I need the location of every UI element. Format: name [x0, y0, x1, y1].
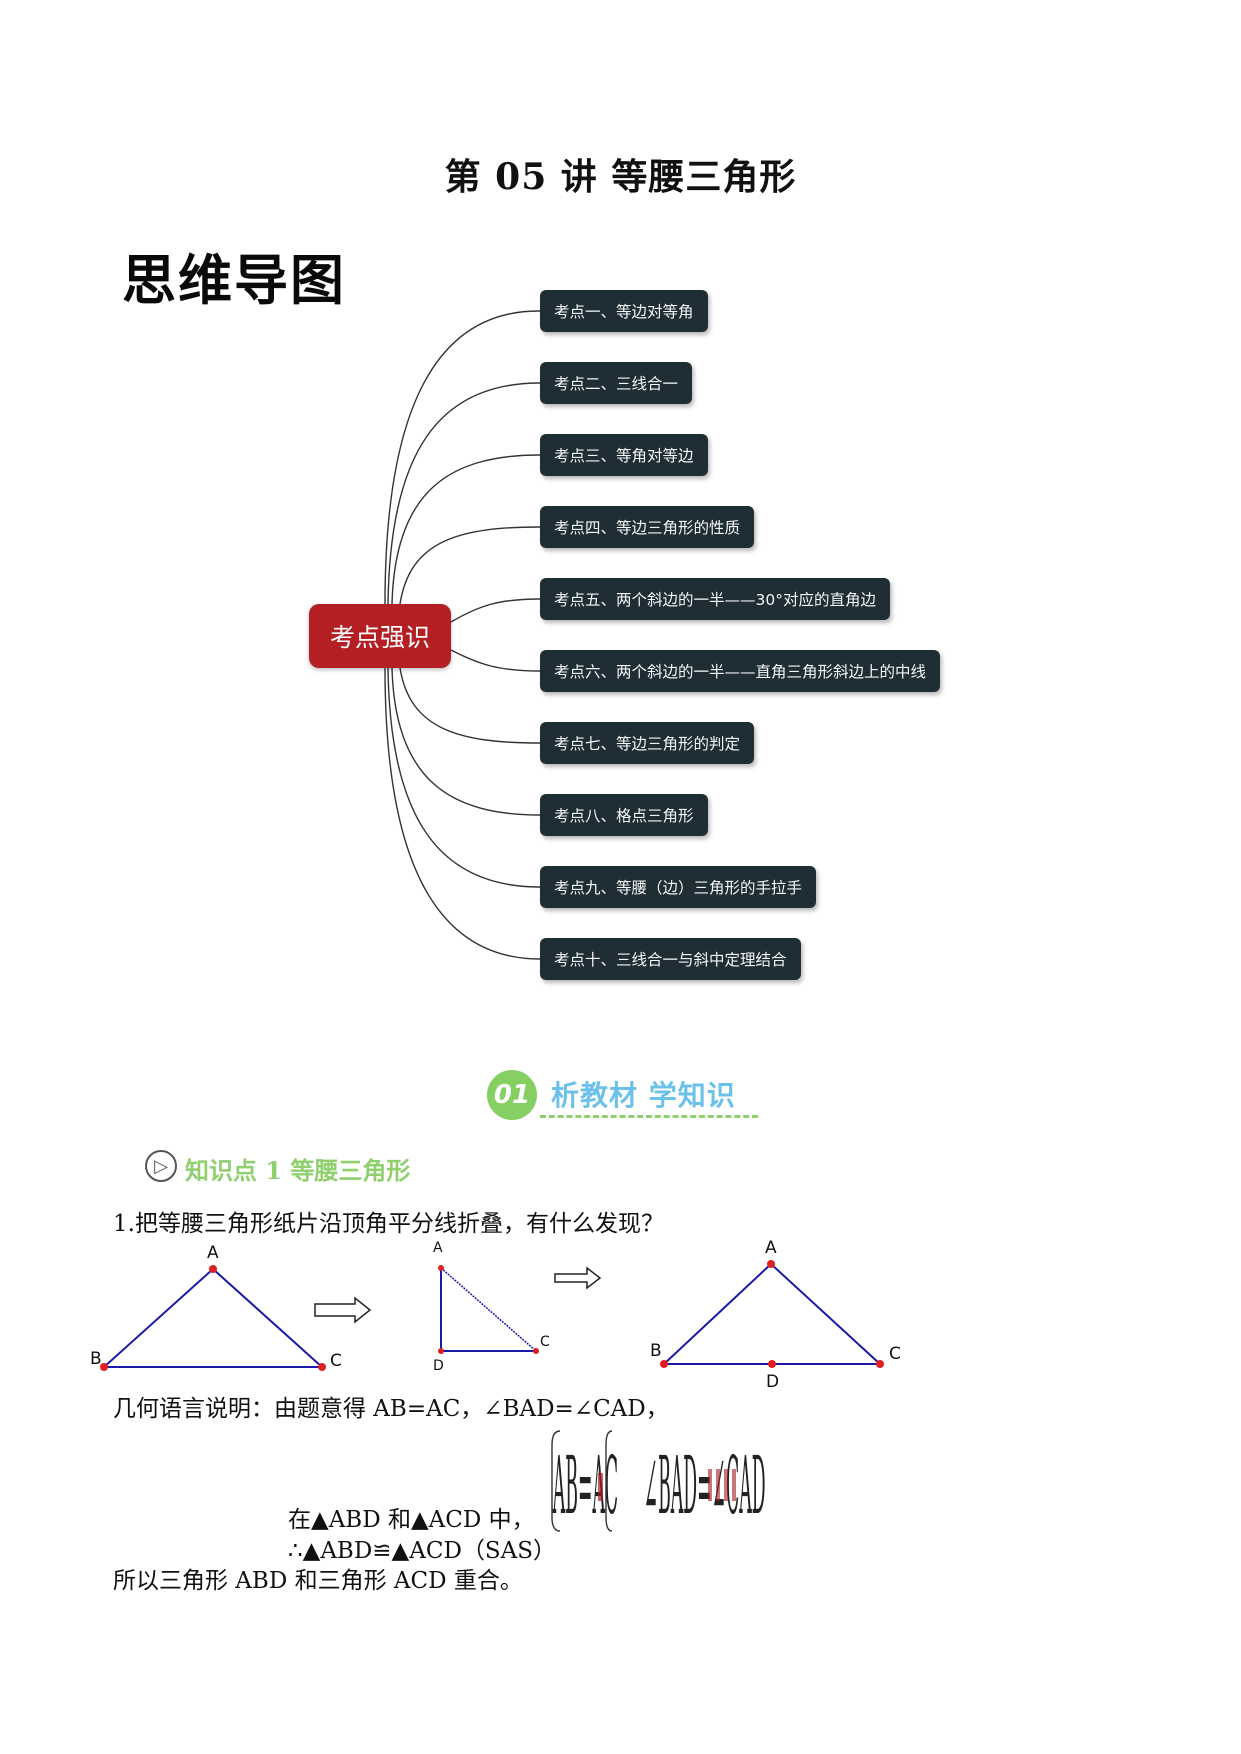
equation-system: AB=AC ∠BAD=∠CAD [551, 1430, 766, 1533]
formula-ab-ac: AB=AC [552, 1440, 618, 1533]
mindmap-branch-6: 考点六、两个斜边的一半——直角三角形斜边上的中线 [540, 650, 941, 692]
figure-isosceles-triangle: A B C [90, 1243, 342, 1371]
knowledge-point-title: 知识点 1 等腰三角形 [185, 1156, 411, 1185]
label-a: A [765, 1238, 777, 1258]
mindmap-center-node: 考点强识 [309, 604, 451, 668]
label-a: A [433, 1240, 443, 1256]
label-a: A [207, 1243, 219, 1263]
play-circle-icon: ▷ [145, 1150, 177, 1182]
point-a [438, 1265, 444, 1271]
mindmap-branch-2: 考点二、三线合一 [540, 362, 693, 404]
point-c [533, 1348, 539, 1354]
label-b: B [90, 1349, 102, 1369]
section-title: 析教材 学知识 [551, 1079, 736, 1112]
therefore-text: ∴▲ABD≌▲ACD（SAS） [288, 1538, 557, 1564]
figure-folded-triangle: A D C [433, 1240, 550, 1374]
geometric-explanation: 几何语言说明：由题意得 AB=AC，∠BAD=∠CAD， [113, 1396, 669, 1422]
formula-angle: ∠BAD=∠CAD [644, 1440, 766, 1533]
triangle-figures: A B C A D C A B C D [90, 1238, 901, 1392]
mindmap-heading: 思维导图 [122, 249, 346, 312]
mindmap-branch-8: 考点八、格点三角形 [540, 794, 708, 836]
point-a [209, 1265, 217, 1273]
mindmap-branch-10: 考点十、三线合一与斜中定理结合 [540, 938, 801, 980]
label-d: D [433, 1358, 444, 1374]
label-c: C [540, 1334, 550, 1350]
mindmap-branch-4: 考点四、等边三角形的性质 [540, 506, 755, 548]
section-number-badge: 01 [487, 1070, 537, 1120]
mindmap-branch-5: 考点五、两个斜边的一半——30°对应的直角边 [540, 578, 890, 620]
point-a [767, 1260, 775, 1268]
conclusion-text: 所以三角形 ABD 和三角形 ACD 重合。 [113, 1568, 523, 1594]
label-c: C [330, 1351, 342, 1371]
point-d [768, 1360, 776, 1368]
label-b: B [650, 1341, 662, 1361]
document-title: 第 05 讲 等腰三角形 [444, 156, 797, 198]
point-b [660, 1360, 668, 1368]
in-triangles-text: 在▲ABD 和▲ACD 中， [288, 1507, 535, 1533]
mindmap-branch-7: 考点七、等边三角形的判定 [540, 722, 755, 764]
section-underline [540, 1115, 758, 1118]
formula-mark [598, 1473, 603, 1501]
point-c [876, 1360, 884, 1368]
point-c [318, 1363, 326, 1371]
mindmap-branch-9: 考点九、等腰（边）三角形的手拉手 [540, 866, 817, 908]
question-text: 1.把等腰三角形纸片沿顶角平分线折叠，有什么发现？ [113, 1211, 664, 1237]
label-c: C [889, 1344, 901, 1364]
label-d: D [766, 1372, 779, 1392]
point-b [100, 1363, 108, 1371]
point-d [438, 1348, 444, 1354]
mindmap-branch-1: 考点一、等边对等角 [540, 290, 708, 332]
mindmap-branch-3: 考点三、等角对等边 [540, 434, 708, 476]
right-arrow-icon [554, 1266, 602, 1290]
figure-triangle-with-median: A B C D [650, 1238, 901, 1392]
right-arrow-icon [314, 1296, 372, 1324]
